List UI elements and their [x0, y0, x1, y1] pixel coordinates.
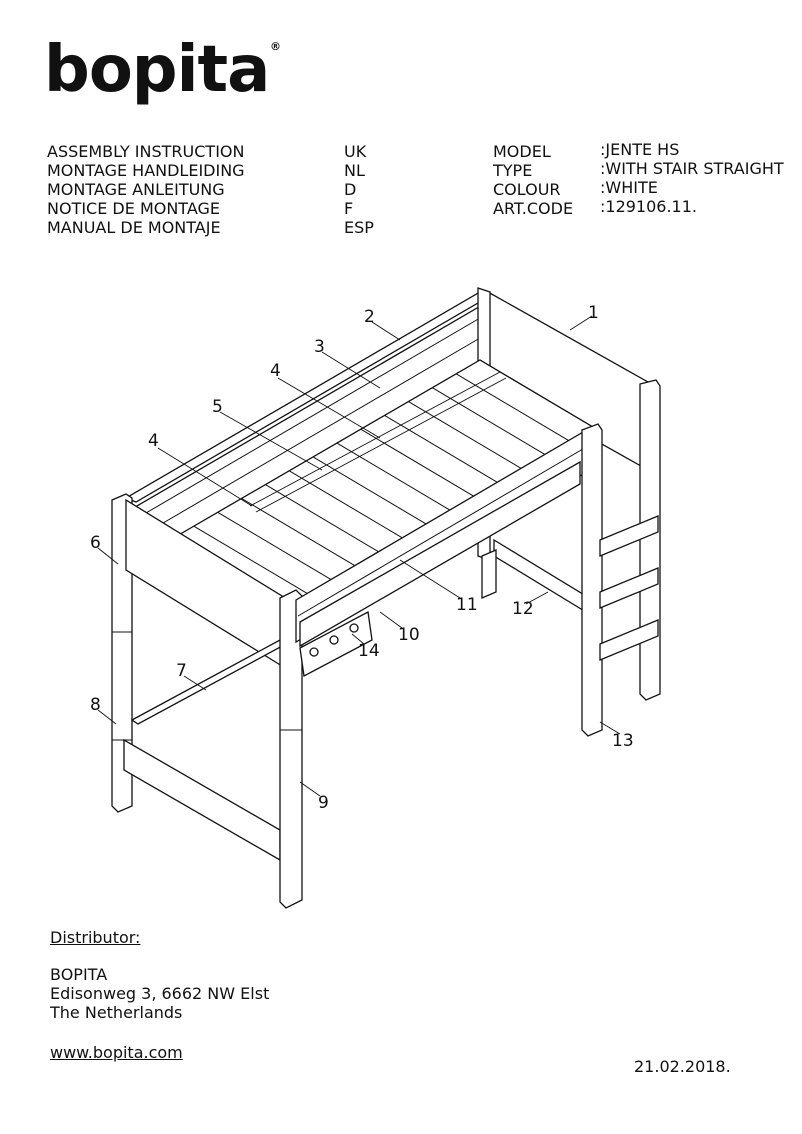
slat	[336, 442, 456, 514]
slat	[288, 470, 408, 542]
slat	[193, 525, 313, 597]
slat	[479, 359, 599, 431]
slat	[217, 511, 336, 583]
address-line: Edisonweg 3, 6662 NW Elst	[50, 984, 270, 1003]
stair	[581, 379, 661, 737]
left-legs	[111, 493, 133, 813]
callout-5: 5	[212, 397, 223, 417]
callout-8: 8	[90, 695, 101, 715]
lang-code: UK	[344, 142, 367, 161]
distributor-address: BOPITA Edisonweg 3, 6662 NW Elst The Net…	[50, 965, 269, 1022]
callouts: 1 2 3 4 5 4 6 7 8 9 10 11 12 13 14	[90, 303, 634, 813]
callout-12: 12	[512, 599, 534, 619]
callout-4b: 4	[148, 431, 159, 451]
callout-1: 1	[588, 303, 599, 323]
document-date: 21.02.2018.	[634, 1057, 731, 1076]
spec-value-type: :WITH STAIR STRAIGHT	[600, 159, 784, 178]
spec-label-model: MODEL	[493, 142, 551, 161]
callout-11: 11	[456, 595, 478, 615]
instruction-titles: ASSEMBLY INSTRUCTION MONTAGE HANDLEIDING…	[47, 142, 245, 237]
spec-label-colour: COLOUR	[493, 180, 561, 199]
title-fr: NOTICE DE MONTAGE	[47, 199, 221, 218]
language-codes: UK NL D F ESP	[344, 142, 374, 237]
lang-code: ESP	[344, 218, 374, 237]
bopita-logo: bopita	[44, 33, 270, 107]
distributor-label: Distributor:	[50, 928, 141, 947]
callout-4: 4	[270, 361, 281, 381]
callout-14: 14	[358, 641, 380, 661]
slat	[312, 456, 432, 528]
callout-9: 9	[318, 793, 329, 813]
front-leg	[279, 589, 303, 909]
lang-code: F	[344, 199, 354, 218]
slat	[455, 373, 575, 445]
title-uk: ASSEMBLY INSTRUCTION	[47, 142, 245, 161]
spec-label-artcode: ART.CODE	[493, 199, 574, 218]
spec-value-colour: :WHITE	[600, 178, 658, 197]
slat	[432, 387, 551, 459]
callout-13: 13	[612, 731, 634, 751]
lang-code: NL	[344, 161, 365, 180]
spec-labels: MODEL TYPE COLOUR ART.CODE	[493, 142, 573, 218]
callout-10: 10	[398, 625, 420, 645]
lang-code: D	[344, 180, 357, 199]
title-nl: MONTAGE HANDLEIDING	[47, 161, 245, 180]
spec-value-model: :JENTE HS	[600, 140, 680, 159]
callout-7: 7	[176, 661, 187, 681]
company-name: BOPITA	[50, 965, 108, 984]
slat	[360, 428, 480, 500]
spec-value-artcode: :129106.11.	[600, 197, 697, 216]
spec-values: :JENTE HS :WITH STAIR STRAIGHT :WHITE :1…	[600, 140, 784, 216]
callout-3: 3	[314, 337, 325, 357]
spec-label-type: TYPE	[493, 161, 533, 180]
website-link[interactable]: www.bopita.com	[50, 1043, 183, 1062]
address-country: The Netherlands	[50, 1003, 183, 1022]
slat	[241, 498, 360, 569]
slat	[408, 401, 527, 472]
title-de: MONTAGE ANLEITUNG	[47, 180, 225, 199]
slat	[384, 414, 503, 486]
title-es: MANUAL DE MONTAJE	[47, 218, 221, 237]
callout-6: 6	[90, 533, 101, 553]
leader-lines	[97, 315, 621, 797]
registered-mark: ®	[270, 40, 281, 53]
callout-2: 2	[364, 307, 375, 327]
